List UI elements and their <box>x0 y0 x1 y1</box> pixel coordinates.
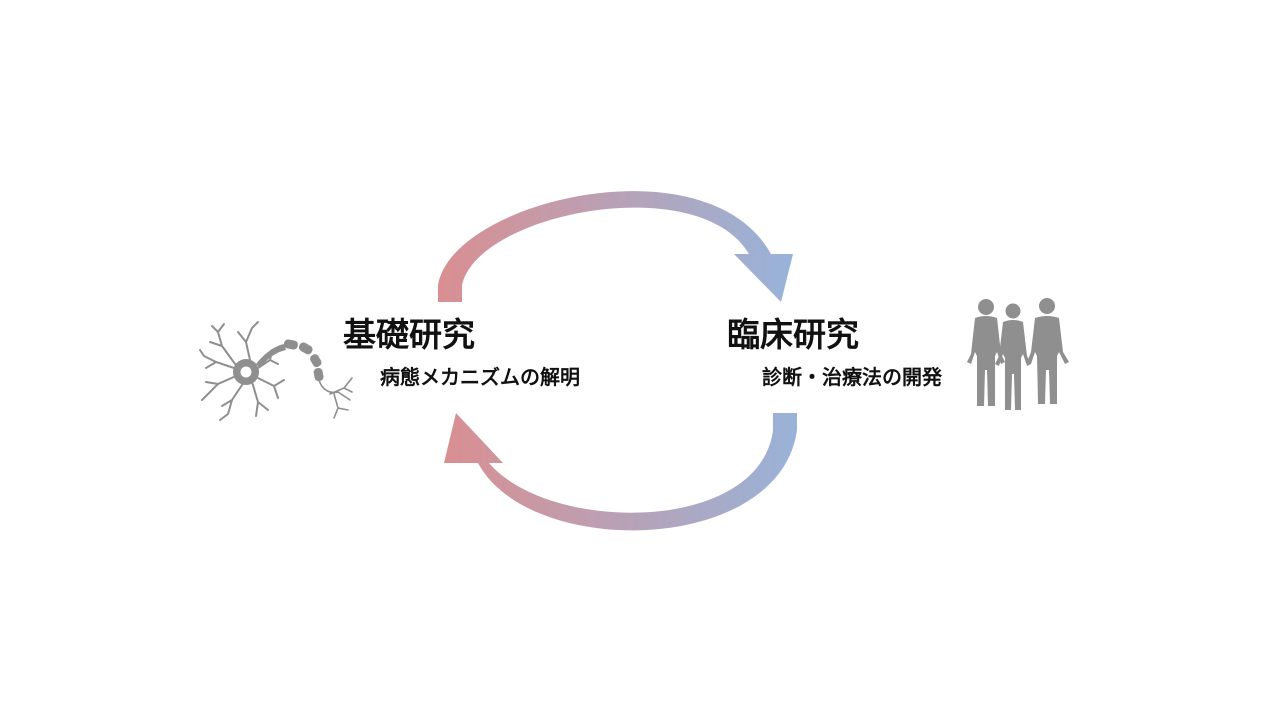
top-arrow-basic-to-clinical <box>438 191 793 302</box>
bottom-arrow-clinical-to-basic <box>444 413 797 531</box>
human-figures-icon <box>967 298 1069 410</box>
neuron-icon <box>199 321 353 421</box>
basic-research-subtitle: 病態メカニズムの解明 <box>380 365 580 389</box>
clinical-research-title: 臨床研究 <box>727 315 859 354</box>
basic-research-title: 基礎研究 <box>343 315 475 354</box>
clinical-research-subtitle: 診断・治療法の開発 <box>762 365 942 389</box>
